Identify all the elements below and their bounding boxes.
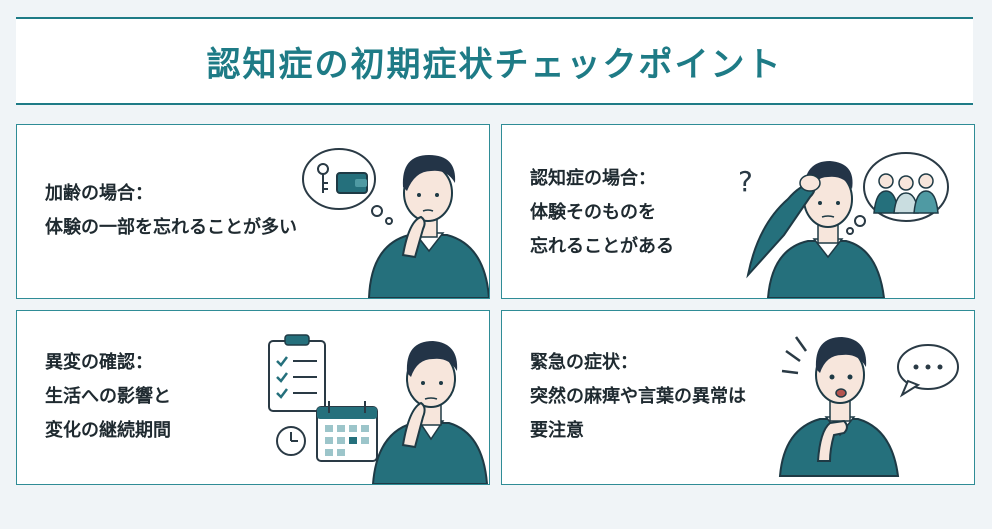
card-check-heading: 異変の確認： — [45, 352, 153, 373]
card-check-body-1: 生活への影響と — [45, 386, 171, 407]
card-aging-illustration — [302, 148, 489, 298]
thinking-man-icon — [371, 341, 489, 484]
card-aging: 加齢の場合： 体験の一部を忘れることが多い — [16, 124, 490, 299]
people-group-icon — [873, 173, 939, 214]
card-dementia-heading: 認知症の場合： — [530, 168, 656, 189]
svg-text:?: ? — [738, 165, 753, 198]
card-emergency: 緊急の症状： 突然の麻痺や言葉の異常は 要注意 — [501, 310, 975, 485]
card-dementia-body-2: 忘れることがある — [530, 236, 674, 257]
card-emergency-text: 緊急の症状： 突然の麻痺や言葉の異常は 要注意 — [530, 346, 746, 448]
card-check: 異変の確認： 生活への影響と 変化の継続期間 — [16, 310, 490, 485]
checklist-icon — [268, 334, 326, 412]
wallet-icon — [336, 172, 368, 194]
question-mark-icon: ? — [738, 165, 753, 198]
card-aging-body-1: 体験の一部を忘れることが多い — [45, 217, 297, 238]
distressed-man-icon — [778, 337, 900, 477]
clock-icon — [276, 426, 306, 456]
calendar-icon — [316, 401, 378, 462]
card-emergency-body-1: 突然の麻痺や言葉の異常は — [530, 386, 746, 407]
card-dementia-illustration: ? — [738, 152, 949, 298]
title-banner: 認知症の初期症状チェックポイント — [16, 17, 973, 105]
alert-lines-icon — [781, 336, 808, 375]
card-aging-text: 加齢の場合： 体験の一部を忘れることが多い — [45, 177, 297, 245]
card-emergency-heading: 緊急の症状： — [530, 352, 638, 373]
card-check-illustration — [268, 334, 489, 484]
card-emergency-body-2: 要注意 — [530, 420, 584, 441]
key-icon — [317, 163, 329, 193]
page-title: 認知症の初期症状チェックポイント — [206, 44, 783, 85]
card-emergency-illustration — [778, 336, 959, 477]
thinking-man-icon — [367, 155, 489, 298]
card-check-text: 異変の確認： 生活への影響と 変化の継続期間 — [45, 346, 171, 448]
card-dementia-text: 認知症の場合： 体験そのものを 忘れることがある — [530, 162, 674, 264]
card-dementia: 認知症の場合： 体験そのものを 忘れることがある ? — [501, 124, 975, 299]
card-dementia-body-1: 体験そのものを — [530, 202, 656, 223]
card-aging-heading: 加齢の場合： — [45, 183, 153, 204]
confused-man-icon — [746, 161, 886, 298]
card-check-body-2: 変化の継続期間 — [45, 420, 171, 441]
speech-bubble-icon — [897, 344, 959, 398]
